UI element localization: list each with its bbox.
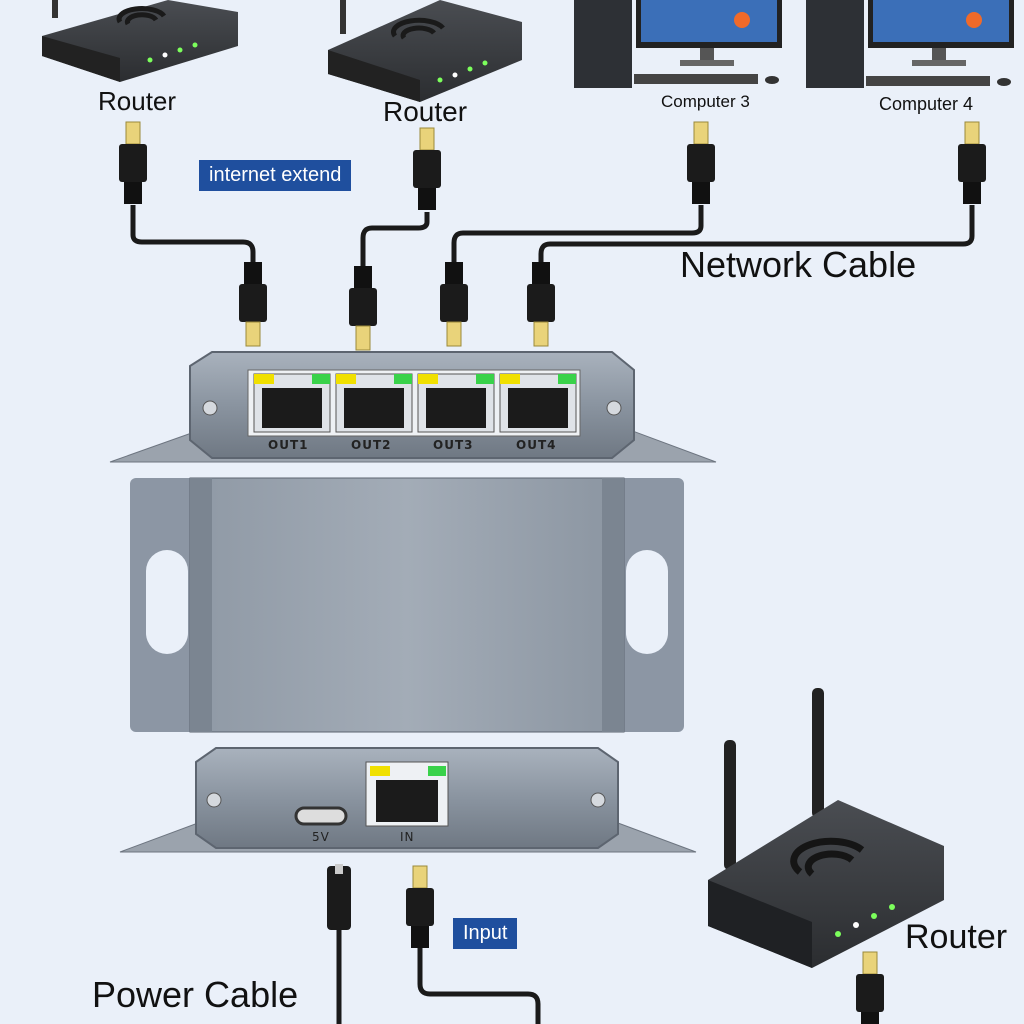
out3-label: OUT3	[433, 438, 474, 452]
router-bottom-device	[708, 688, 944, 1024]
switch-output-panel	[109, 351, 717, 463]
computer-3-label: Computer 3	[661, 92, 750, 111]
router-bottom-label: Router	[905, 918, 1008, 956]
switch-input-panel	[119, 747, 697, 853]
usb-c-label: 5V	[312, 830, 330, 844]
rj45-port-out4	[499, 373, 577, 433]
router-1-device	[42, 0, 238, 82]
out1-label: OUT1	[268, 438, 309, 452]
input-tag: Input	[453, 918, 518, 949]
router-2-device	[328, 0, 522, 102]
rj45-port-out2	[335, 373, 413, 433]
power-cable-label: Power Cable	[92, 974, 299, 1015]
computer-3-device	[574, 0, 782, 88]
router-2-label: Router	[383, 96, 468, 127]
bottom-cables	[327, 864, 541, 1024]
network-cable-label: Network Cable	[680, 244, 917, 285]
plug-connectors-top	[118, 121, 987, 351]
out2-label: OUT2	[351, 438, 392, 452]
network-cables	[130, 205, 975, 268]
out4-label: OUT4	[516, 438, 557, 452]
usb-c-port	[294, 806, 348, 826]
rj45-port-out1	[253, 373, 331, 433]
wifi-icon	[116, 6, 167, 26]
rj45-port-in	[365, 761, 449, 827]
internet-extend-tag: internet extend	[199, 160, 352, 191]
switch-body	[130, 477, 684, 733]
computer-4-label: Computer 4	[879, 94, 974, 114]
rj45-port-out3	[417, 373, 495, 433]
router-1-label: Router	[98, 86, 177, 116]
computer-4-device	[806, 0, 1014, 88]
in-label: IN	[400, 830, 415, 844]
